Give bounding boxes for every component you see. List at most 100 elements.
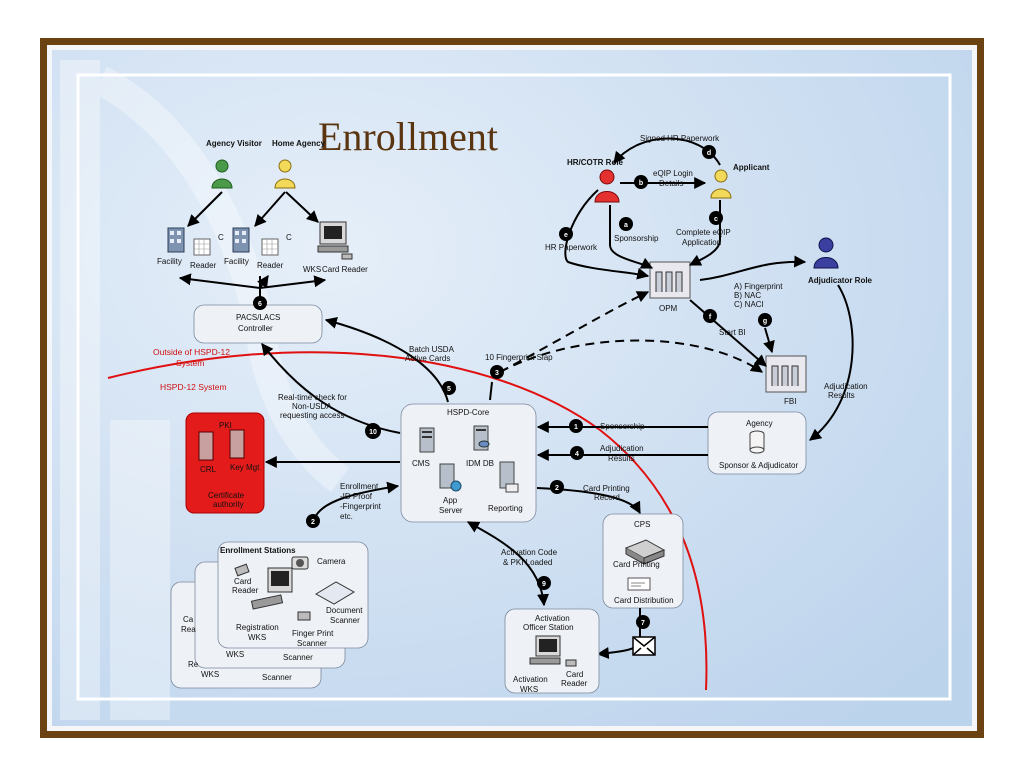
sponsorship-a-label: Sponsorship: [614, 234, 659, 243]
registration-label: Registration: [236, 623, 279, 632]
reader-1-label: Reader: [190, 261, 217, 270]
svg-text:f: f: [709, 314, 712, 321]
svg-text:3: 3: [495, 370, 499, 377]
start-bi-label: Start BI: [719, 328, 746, 337]
wks-label: WKS: [303, 265, 321, 274]
back-label-wks-2: WKS: [226, 650, 244, 659]
key-mgt-label: Key Mgt: [230, 463, 260, 472]
adjudicator-label: Adjudicator Role: [808, 276, 873, 285]
badge-3: 3: [490, 365, 504, 379]
badge-d: d: [702, 145, 716, 159]
ten-print-label: 10 Fingerprint Slap: [485, 353, 553, 362]
sponsorship-1-label: Sponsorship: [600, 422, 645, 431]
batch-usda-label-2: Active Cards: [405, 354, 450, 363]
card-printing-record-label-2: Record: [594, 493, 620, 502]
svg-text:5: 5: [447, 386, 451, 393]
opm-server-icon: [649, 261, 691, 299]
hr-paperwork-label: HR Paperwork: [545, 243, 598, 252]
registration-computer-icon: [250, 567, 293, 610]
cps-label: CPS: [634, 520, 650, 529]
card-distribution-label: Card Distribution: [614, 596, 674, 605]
app-server-label: App: [443, 496, 458, 505]
facility-2-label: Facility: [224, 257, 249, 266]
facility-1-label: Facility: [157, 257, 182, 266]
eqip-login-label-2: Details: [659, 179, 683, 188]
es-card-reader-label-2: Reader: [232, 586, 259, 595]
app-server-label-2: Server: [439, 506, 463, 515]
activation-code-label-2: & PKI Loaded: [503, 558, 552, 567]
back-label-rea: Rea: [181, 625, 196, 634]
crl-server-icon: [198, 431, 214, 461]
svg-text:2: 2: [311, 519, 315, 526]
activation-station-label-2: Officer Station: [523, 623, 574, 632]
cms-label: CMS: [412, 459, 430, 468]
enrollment-label-1: Enrollment: [340, 482, 379, 491]
pacs-label: PACS/LACS: [236, 313, 280, 322]
reporting-server-icon: [499, 461, 519, 493]
wks-computer-icon: [317, 221, 353, 260]
c-2-label: C: [286, 233, 292, 242]
svg-text:2: 2: [555, 485, 559, 492]
badge-9: 6: [253, 296, 267, 310]
slide-title: Enrollment: [318, 114, 498, 159]
enrollment-label-2: -ID Proof: [340, 492, 373, 501]
badge-10: 10: [365, 423, 381, 439]
svg-text:d: d: [707, 150, 711, 157]
c-1-label: C: [218, 233, 224, 242]
card-distribution-icon: [627, 577, 651, 591]
activation-code-label: Activation Code: [501, 548, 558, 557]
realtime-label-3: requesting access: [280, 411, 344, 420]
activation-station-label: Activation: [535, 614, 570, 623]
svg-text:e: e: [564, 232, 568, 239]
registration-label-2: WKS: [248, 633, 266, 642]
camera-icon: [291, 556, 309, 570]
fingerprint-label: Finger Print: [292, 629, 334, 638]
card-printing-record-label: Card Printing: [583, 484, 630, 493]
sponsor-adj-label: Sponsor & Adjudicator: [719, 461, 798, 470]
fingerprint-scanner-icon: [297, 611, 311, 621]
signed-hr-label: Signed HR Paperwork: [640, 134, 720, 143]
key-mgt-server-icon: [229, 429, 245, 459]
idm-db-label: IDM DB: [466, 459, 494, 468]
inside-label: HSPD-12 System: [160, 382, 227, 392]
card-reader-label: Card Reader: [322, 265, 368, 274]
facility-2-icon: [232, 227, 250, 253]
mail-envelope-icon: [632, 636, 656, 656]
realtime-label-1: Real-time check for: [278, 393, 347, 402]
complete-eqip-label: Complete eQIP: [676, 228, 731, 237]
applicant-icon: [710, 169, 732, 199]
svg-text:b: b: [639, 180, 643, 187]
badge-b: b: [634, 175, 648, 189]
badge-c: c: [709, 211, 723, 225]
svg-text:a: a: [624, 222, 628, 229]
activation-reader-label-2: Reader: [561, 679, 588, 688]
svg-text:g: g: [763, 318, 767, 325]
back-label-ca: Ca: [183, 615, 194, 624]
activation-reader-label: Card: [566, 670, 583, 679]
card-printer-icon: [624, 539, 666, 565]
badge-6: 7: [636, 615, 650, 629]
adj-results-label: Adjudication: [824, 382, 868, 391]
facility-1-icon: [167, 227, 185, 253]
enrollment-label-4: etc.: [340, 512, 353, 521]
reporting-label: Reporting: [488, 504, 523, 513]
app-server-icon: [439, 463, 462, 492]
badge-5: 2: [550, 480, 564, 494]
doc-scanner-label: Document: [326, 606, 363, 615]
doc-scanner-label-2: Scanner: [330, 616, 360, 625]
opm-label: OPM: [659, 304, 678, 313]
agency-visitor-icon: [211, 159, 233, 189]
hspd-core-label: HSPD-Core: [447, 408, 490, 417]
outside-label: Outside of HSPD-12: [153, 347, 230, 357]
badge-4: 4: [570, 446, 584, 460]
fingerprint-list-2: B) NAC: [734, 291, 761, 300]
svg-text:1: 1: [574, 424, 578, 431]
back-label-scanner-2: Scanner: [283, 653, 313, 662]
es-card-reader-icon: [234, 563, 250, 577]
applicant-label: Applicant: [733, 163, 770, 172]
fingerprint-list-1: A) Fingerprint: [734, 282, 783, 291]
reader-2-label: Reader: [257, 261, 284, 270]
batch-usda-label: Batch USDA: [409, 345, 455, 354]
enrollment-station-front[interactable]: [217, 541, 369, 649]
